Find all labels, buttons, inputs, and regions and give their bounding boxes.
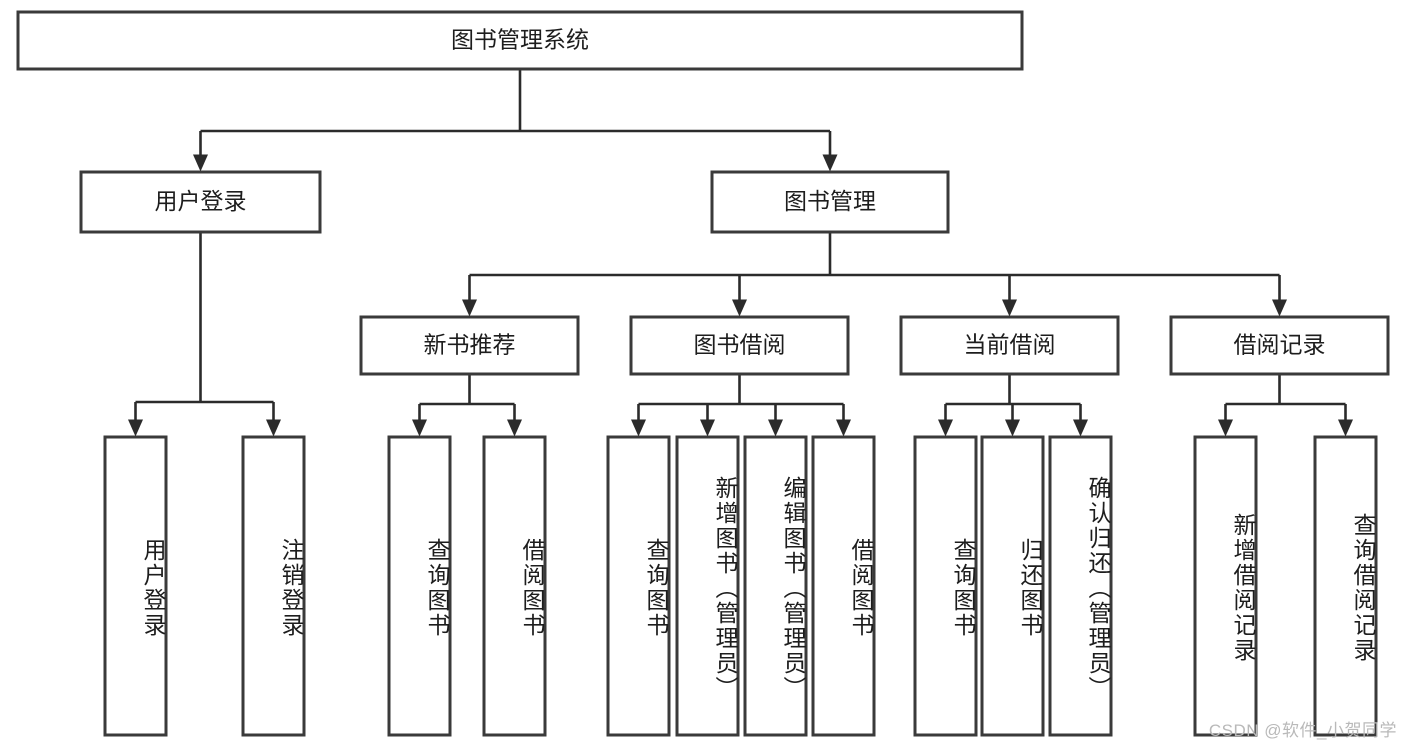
arrow-down-icon bbox=[1073, 419, 1088, 437]
leaf-leaf-borrow-book-1[interactable] bbox=[482, 435, 547, 737]
level3-label: 借阅记录 bbox=[1234, 332, 1326, 358]
leaf-leaf-edit-book[interactable] bbox=[743, 435, 808, 737]
level3-label: 当前借阅 bbox=[964, 332, 1056, 358]
arrow-down-icon bbox=[1002, 299, 1017, 317]
node-borrow-record[interactable] bbox=[1169, 315, 1390, 376]
arrow-down-icon bbox=[1218, 419, 1233, 437]
leaf-leaf-borrow-book-2[interactable] bbox=[811, 435, 876, 737]
leaf-leaf-add-book[interactable] bbox=[675, 435, 740, 737]
level3-label: 图书借阅 bbox=[694, 332, 786, 358]
leaf-leaf-logout-login[interactable] bbox=[241, 435, 306, 737]
arrow-down-icon bbox=[836, 419, 851, 437]
level3-label: 新书推荐 bbox=[424, 332, 516, 358]
arrow-down-icon bbox=[507, 419, 522, 437]
arrow-down-icon bbox=[732, 299, 747, 317]
arrow-down-icon bbox=[768, 419, 783, 437]
node-user-login[interactable] bbox=[79, 170, 322, 234]
arrow-down-icon bbox=[193, 154, 208, 172]
leaf-leaf-user-login[interactable] bbox=[103, 435, 168, 737]
watermark-text: CSDN @软件_小贺同学 bbox=[1208, 721, 1397, 740]
edges-layer bbox=[128, 69, 1353, 437]
arrow-down-icon bbox=[266, 419, 281, 437]
node-book-manage[interactable] bbox=[710, 170, 950, 234]
leaf-leaf-add-record[interactable] bbox=[1193, 435, 1258, 737]
arrow-down-icon bbox=[631, 419, 646, 437]
arrow-down-icon bbox=[1272, 299, 1287, 317]
node-root[interactable] bbox=[16, 10, 1024, 71]
level2-label: 图书管理 bbox=[784, 188, 876, 214]
arrow-down-icon bbox=[462, 299, 477, 317]
arrow-down-icon bbox=[128, 419, 143, 437]
node-book-borrow[interactable] bbox=[629, 315, 850, 376]
node-current-borrow[interactable] bbox=[899, 315, 1120, 376]
arrow-down-icon bbox=[938, 419, 953, 437]
arrow-down-icon bbox=[700, 419, 715, 437]
leaf-leaf-return-book[interactable] bbox=[980, 435, 1045, 737]
arrow-down-icon bbox=[822, 154, 838, 172]
arrow-down-icon bbox=[412, 419, 427, 437]
root-label: 图书管理系统 bbox=[451, 27, 589, 53]
arrow-down-icon bbox=[1338, 419, 1353, 437]
node-new-book-recommend[interactable] bbox=[359, 315, 580, 376]
leaf-leaf-query-book-2[interactable] bbox=[606, 435, 671, 737]
boxes-layer bbox=[16, 10, 1390, 737]
level2-label: 用户登录 bbox=[155, 188, 247, 214]
leaf-leaf-query-book-3[interactable] bbox=[913, 435, 978, 737]
leaf-leaf-confirm-return[interactable] bbox=[1048, 435, 1113, 737]
leaf-leaf-query-record[interactable] bbox=[1313, 435, 1378, 737]
arrow-down-icon bbox=[1005, 419, 1020, 437]
leaf-leaf-query-book-1[interactable] bbox=[387, 435, 452, 737]
